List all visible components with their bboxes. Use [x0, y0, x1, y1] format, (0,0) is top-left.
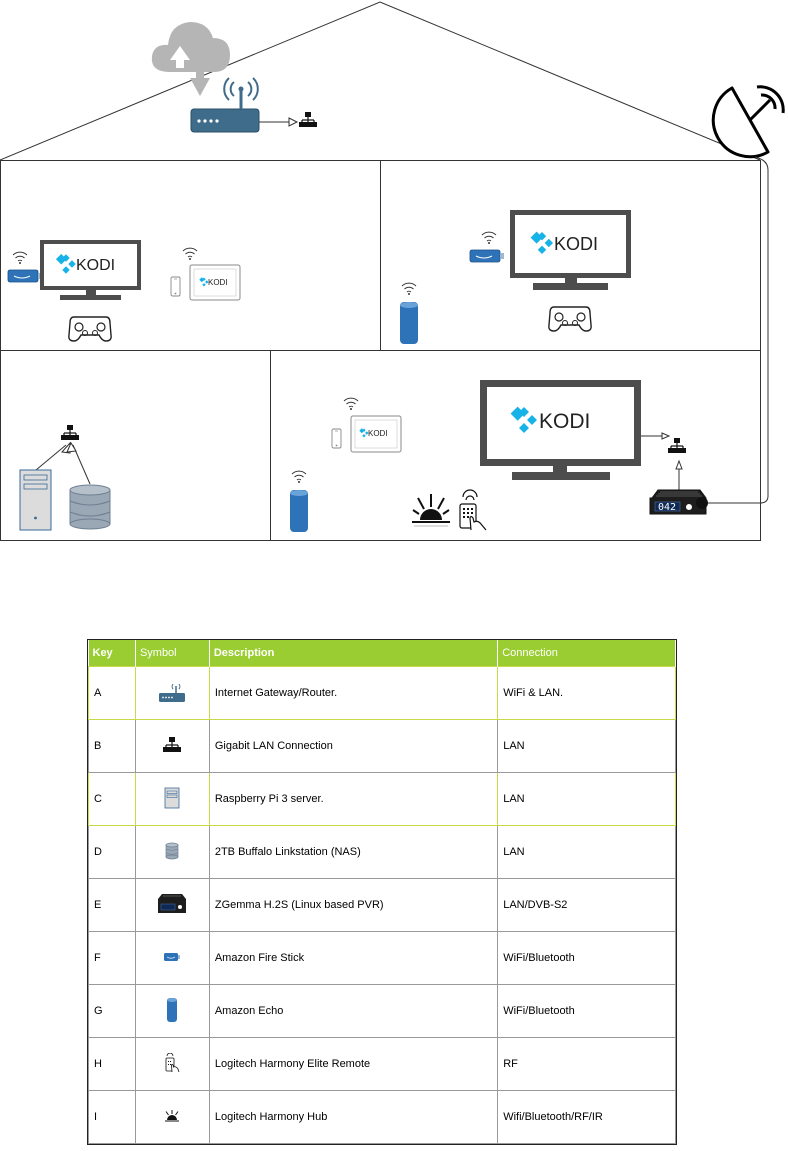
nas-icon [69, 484, 111, 530]
legend-description: Raspberry Pi 3 server. [208, 772, 499, 826]
wifi-icon [291, 470, 307, 484]
nas-icon [166, 842, 179, 859]
legend-description: Gigabit LAN Connection [208, 719, 499, 773]
pvr-display: 042 [658, 502, 676, 513]
remote-icon [165, 1052, 180, 1072]
legend-connection: WiFi/Bluetooth [497, 984, 676, 1038]
wifi-icon [12, 251, 28, 265]
legend-key: E [88, 878, 136, 932]
legend-key: D [88, 825, 136, 879]
echo-icon [167, 997, 178, 1022]
legend-row: C Raspberry Pi 3 server. LAN [88, 772, 676, 826]
tablet-kodi: KODI [189, 264, 241, 301]
tv-screen: KODI [510, 210, 631, 290]
legend-row: B Gigabit LAN Connection LAN [88, 719, 676, 773]
kodi-label: KODI [368, 429, 388, 438]
echo-icon [400, 302, 418, 344]
lan-icon [60, 424, 80, 441]
hub-icon [412, 494, 450, 527]
legend-description: ZGemma H.2S (Linux based PVR) [208, 878, 499, 932]
legend-key: G [88, 984, 136, 1038]
legend-row: A Internet Gateway/Router. WiFi & LAN. [88, 666, 676, 720]
wifi-icon [343, 397, 359, 411]
gamepad-icon [548, 306, 592, 332]
firestick-icon [164, 952, 181, 961]
legend-description: Logitech Harmony Hub [208, 1090, 499, 1144]
router-lan-link [259, 117, 299, 127]
legend-row: I Logitech Harmony Hub Wifi/Bluetooth/RF… [88, 1090, 676, 1144]
phone-icon [170, 276, 181, 297]
router-icon [190, 77, 260, 133]
legend-description: 2TB Buffalo Linkstation (NAS) [208, 825, 499, 879]
legend-connection: LAN [497, 719, 676, 773]
kodi-label: KODI [554, 234, 598, 254]
firestick-icon [469, 249, 505, 263]
legend-table: Key Symbol Description Connection A Inte… [87, 639, 677, 1145]
kodi-label: KODI [539, 410, 590, 433]
echo-icon [290, 490, 308, 532]
tv-screen: KODI [480, 380, 641, 480]
satellite-cable [708, 156, 769, 504]
legend-connection: LAN/DVB-S2 [497, 878, 676, 932]
pvr-icon [158, 893, 187, 913]
wifi-icon [182, 247, 198, 261]
legend-row: F Amazon Fire Stick WiFi/Bluetooth [88, 931, 676, 985]
legend-connection: LAN [497, 772, 676, 826]
tv-lan-link [641, 432, 671, 440]
legend-connection: LAN [497, 825, 676, 879]
legend-row: E ZGemma H.2S (Linux based PVR) LAN/DVB-… [88, 878, 676, 932]
legend-connection: RF [497, 1037, 676, 1091]
satellite-dish-icon [711, 85, 785, 159]
wifi-icon [481, 231, 497, 245]
kodi-label: KODI [208, 278, 228, 287]
cloud-upload-icon [151, 22, 230, 96]
legend-description: Internet Gateway/Router. [208, 666, 499, 720]
legend-header-symbol: Symbol [135, 640, 210, 667]
gamepad-icon [68, 316, 112, 342]
phone-icon [331, 428, 342, 449]
home-network-diagram: KODI KODI KODI [0, 1, 785, 541]
legend-connection: Wifi/Bluetooth/RF/IR [497, 1090, 676, 1144]
legend-header-connection: Connection [497, 640, 676, 667]
remote-icon [459, 489, 487, 531]
lan-icon [298, 111, 318, 128]
legend-row: G Amazon Echo WiFi/Bluetooth [88, 984, 676, 1038]
legend-key: F [88, 931, 136, 985]
lan-links [35, 441, 91, 485]
legend-row: H Logitech Harmony Elite Remote RF [88, 1037, 676, 1091]
house-outline [0, 1, 761, 541]
kodi-label: KODI [76, 257, 115, 274]
firestick-icon [7, 269, 43, 283]
legend-connection: WiFi & LAN. [497, 666, 676, 720]
legend-header-row: Key Symbol Description Connection [88, 640, 676, 667]
legend-row: D 2TB Buffalo Linkstation (NAS) LAN [88, 825, 676, 879]
server-icon [164, 787, 180, 808]
legend-header-description: Description [209, 640, 499, 667]
tv-screen: KODI [40, 240, 141, 300]
legend-description: Amazon Echo [208, 984, 499, 1038]
server-icon [19, 469, 52, 531]
legend-key: I [88, 1090, 136, 1144]
pvr-lan-link [675, 459, 683, 490]
legend-key: C [88, 772, 136, 826]
legend-key: H [88, 1037, 136, 1091]
router-icon [159, 683, 186, 702]
lan-icon [667, 437, 687, 454]
legend-description: Amazon Fire Stick [208, 931, 499, 985]
legend-key: B [88, 719, 136, 773]
tablet-kodi: KODI [350, 415, 402, 453]
legend-key: A [88, 666, 136, 720]
hub-icon [165, 1109, 180, 1121]
pvr-icon: 042 [649, 489, 708, 515]
legend-header-key: Key [88, 640, 136, 667]
legend-description: Logitech Harmony Elite Remote [208, 1037, 499, 1091]
legend-connection: WiFi/Bluetooth [497, 931, 676, 985]
wifi-icon [401, 282, 417, 296]
lan-icon [162, 735, 182, 753]
